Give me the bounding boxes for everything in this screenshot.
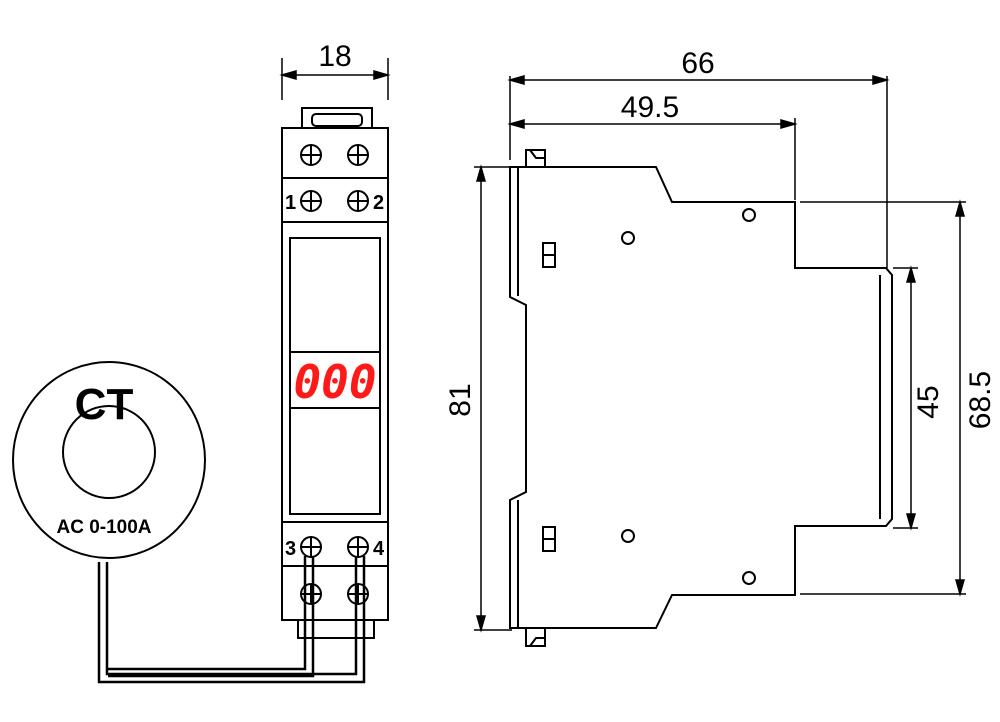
terminal-screws <box>300 144 369 605</box>
terminal-label-1: 1 <box>285 192 296 214</box>
led-display-window <box>291 353 379 407</box>
ct-wiring <box>97 556 366 684</box>
dim-rail-height: 45 <box>912 385 945 418</box>
dim-line-81 <box>474 164 512 633</box>
screw-icon <box>300 536 322 558</box>
meter-side-view <box>509 149 893 647</box>
screw-icon <box>347 536 369 558</box>
dim-line-66 <box>507 75 890 268</box>
current-transformer <box>12 361 206 559</box>
screw-icon <box>300 144 322 166</box>
dim-height: 81 <box>444 383 477 416</box>
dim-line-45 <box>893 265 918 531</box>
screw-icon <box>347 190 369 212</box>
terminal-label-3: 3 <box>285 538 296 560</box>
screw-icon <box>347 144 369 166</box>
terminal-label-4: 4 <box>373 538 385 560</box>
dim-line-68-5 <box>800 199 966 597</box>
front-width-dimension <box>279 58 391 100</box>
led-reading: 000 <box>293 355 376 409</box>
dim-front-width: 18 <box>318 40 351 73</box>
dim-line-49-5 <box>507 118 798 200</box>
ct-title: CT <box>75 380 134 429</box>
dim-side-depth: 66 <box>681 47 714 80</box>
screw-icon <box>300 190 322 212</box>
terminal-label-2: 2 <box>373 192 384 214</box>
dim-side-depth-inner: 49.5 <box>621 91 679 124</box>
ct-range: AC 0-100A <box>56 517 151 538</box>
meter-front-view <box>281 107 389 639</box>
dim-front-height: 68.5 <box>964 371 997 429</box>
